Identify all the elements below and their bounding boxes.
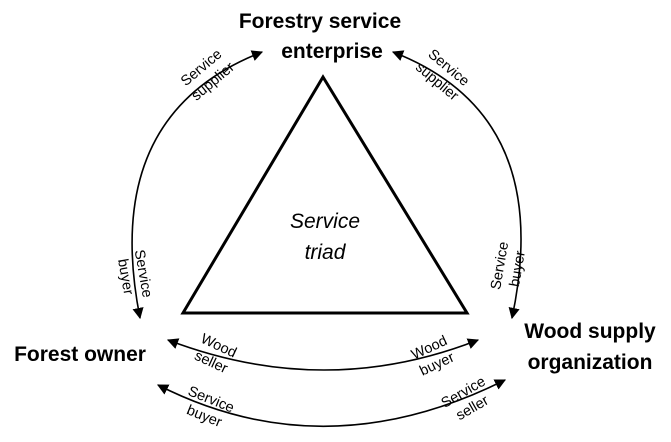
node-wood-supply-organization-line1: Wood supply	[524, 320, 656, 343]
arc-owner-organization-outer	[157, 379, 507, 428]
role-label-top-left: Service supplier	[178, 46, 238, 104]
triad-triangle	[180, 74, 470, 315]
node-forest-owner: Forest owner	[14, 343, 146, 366]
node-forestry-service-enterprise-line2: enterprise	[281, 40, 383, 63]
arc-owner-organization-inner	[166, 338, 480, 371]
role-left-line2: buyer	[114, 258, 136, 297]
arc-enterprise-organization	[391, 50, 522, 320]
role-right-line2: buyer	[507, 249, 529, 288]
node-wood-supply-organization-line2: organization	[528, 351, 653, 374]
role-label-inner-left: Wood seller	[192, 331, 239, 377]
center-label-line2: triad	[305, 241, 347, 264]
role-label-outer-right: Service seller	[439, 374, 492, 424]
role-label-right: Service buyer	[488, 241, 529, 291]
role-label-inner-right: Wood buyer	[409, 333, 457, 379]
center-label-line1: Service	[290, 210, 360, 233]
role-label-outer-left: Service buyer	[184, 383, 236, 430]
arc-enterprise-owner	[131, 50, 264, 320]
node-forestry-service-enterprise-line1: Forestry service	[239, 10, 401, 33]
